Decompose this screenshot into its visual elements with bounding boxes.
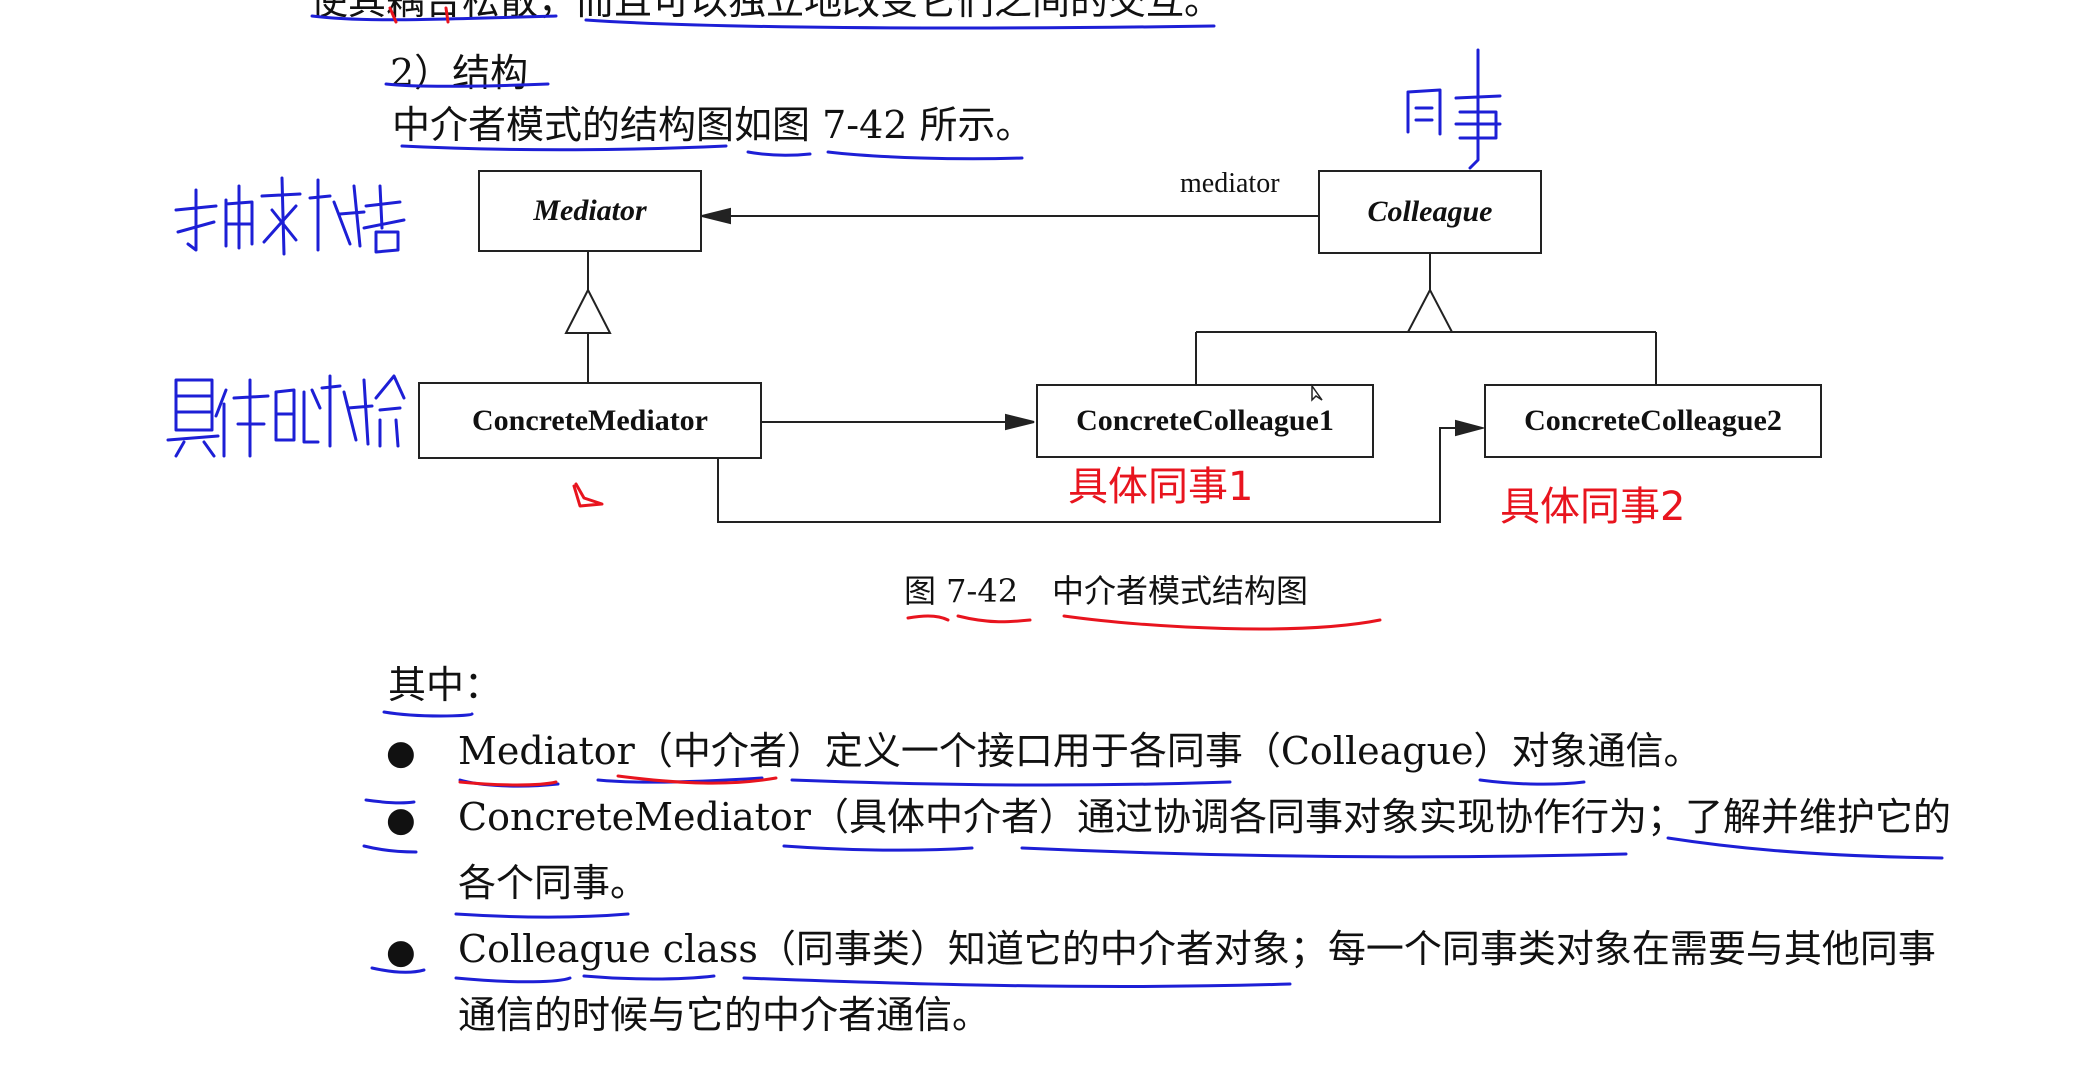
- figure-caption-number: 图 7-42: [904, 572, 1019, 610]
- concrete-colleague2-box: ConcreteColleague2: [1484, 384, 1822, 458]
- bullet-2-line1: ConcreteMediator（具体中介者）通过协调各同事对象实现协作行为；了…: [458, 795, 1951, 839]
- intro-text: 中介者模式的结构图如图 7-42 所示。: [392, 103, 1034, 147]
- concrete-colleague1-note: 具体同事1: [1068, 464, 1254, 510]
- concrete-colleague2-note: 具体同事2: [1500, 484, 1686, 530]
- bullet-3-line1: Colleague class（同事类）知道它的中介者对象；每一个同事类对象在需…: [458, 927, 1936, 971]
- concrete-mediator-box: ConcreteMediator: [418, 382, 762, 459]
- bullet-dot-2: ●: [386, 800, 416, 840]
- top-partial-line: 使其耦合松散，而且可以独立地改变它们之间的交互。: [310, 0, 1223, 23]
- colleague-box: Colleague: [1318, 170, 1542, 254]
- bullet-dot-1: ●: [386, 733, 416, 773]
- figure-caption-title: 中介者模式结构图: [1052, 572, 1309, 610]
- list-intro: 其中：: [388, 663, 503, 707]
- bullet-3-line2: 通信的时候与它的中介者通信。: [458, 993, 991, 1037]
- bullet-1-line1: Mediator（中介者）定义一个接口用于各同事（Colleague）对象通信。: [458, 729, 1702, 773]
- concrete-colleague1-box: ConcreteColleague1: [1036, 384, 1374, 458]
- bullet-2-line2: 各个同事。: [458, 861, 649, 905]
- mediator-box: Mediator: [478, 170, 702, 252]
- association-label: mediator: [1180, 168, 1280, 199]
- bullet-dot-3: ●: [386, 932, 416, 972]
